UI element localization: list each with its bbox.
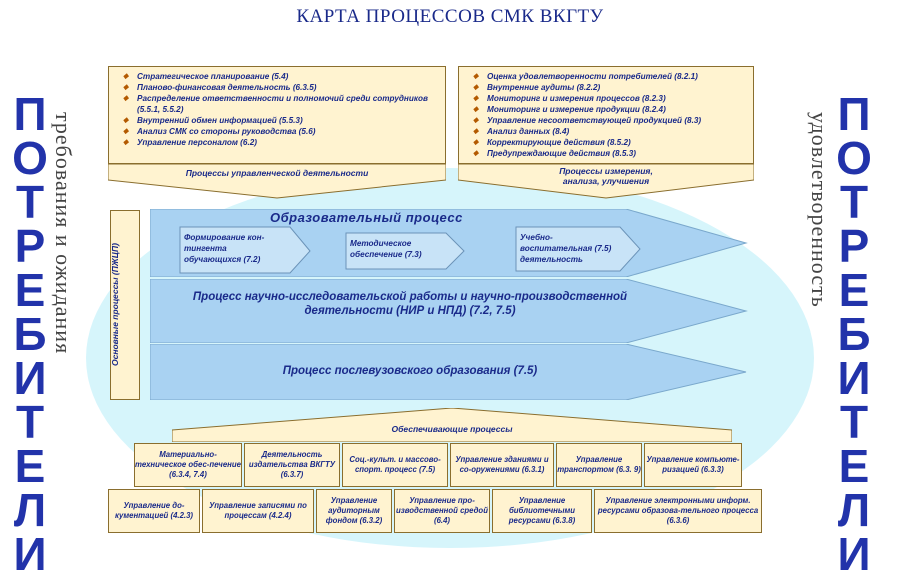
management-processes-box: Стратегическое планирование (5.4) Планов… — [108, 66, 446, 164]
support-box: Управление транспортом (6.3. 9) — [556, 443, 642, 487]
list-item: Анализ данных (8.4) — [473, 126, 747, 137]
core-processes-label-box — [110, 210, 140, 400]
support-box: Управление до-кументацией (4.2.3) — [108, 489, 200, 533]
research-process-arrow — [150, 279, 748, 343]
education-process-title: Образовательный процесс — [270, 210, 463, 225]
support-box: Управление компьюте-ризацией (6.3.3) — [644, 443, 742, 487]
list-item: Предупреждающие действия (8.5.3) — [473, 148, 747, 159]
measurement-processes-box: Оценка удовлетворенности потребителей (8… — [458, 66, 754, 164]
support-arrow — [172, 408, 732, 442]
list-item: Корректирующие действия (8.5.2) — [473, 137, 747, 148]
satisfaction-label: удовлетворенность — [807, 112, 832, 308]
support-box: Управление про-изводственной средой (6.4… — [394, 489, 490, 533]
support-caption: Обеспечивающие процессы — [391, 424, 513, 434]
support-box: Управление записями по процессам (4.2.4) — [202, 489, 314, 533]
support-box: Управление библиотечными ресурсами (6.3.… — [492, 489, 592, 533]
management-caption: Процессы управленческой деятельности — [185, 168, 369, 178]
list-item: Оценка удовлетворенности потребителей (8… — [473, 71, 747, 82]
support-box: Управление электронными информ. ресурсам… — [594, 489, 762, 533]
support-box: Соц.-культ. и массово-спорт. процесс (7.… — [342, 443, 448, 487]
subprocess-enrollment: Формирование кон- тингента обучающихся (… — [184, 233, 265, 264]
support-box: Управление аудиторным фондом (6.3.2) — [316, 489, 392, 533]
subprocess-methodical: Методическое обеспечение (7.3) — [350, 239, 422, 259]
measurement-caption: Процессы измерения, анализа, улучшения — [559, 166, 653, 186]
list-item: Мониторинг и измерение продукции (8.2.4) — [473, 104, 747, 115]
support-box: Управление зданиями и со-оружениями (6.3… — [450, 443, 554, 487]
research-process-title: Процесс научно-исследовательской работы … — [192, 291, 628, 317]
list-item: Распределение ответственности и полномоч… — [123, 93, 439, 115]
postgrad-process-title: Процесс послевузовского образования (7.5… — [282, 365, 538, 377]
postgrad-process-arrow — [150, 344, 747, 400]
subprocess-teaching: Учебно- воспитательная (7.5) деятельност… — [520, 233, 612, 264]
page-title: КАРТА ПРОЦЕССОВ СМК ВКГТУ — [296, 6, 604, 27]
list-item: Планово-финансовая деятельность (6.3.5) — [123, 82, 439, 93]
list-item: Стратегическое планирование (5.4) — [123, 71, 439, 82]
core-processes-label: Основные процессы (ПЖЦП) — [110, 243, 120, 367]
education-process-arrow — [150, 209, 748, 277]
list-item: Внутренний обмен информацией (5.5.3) — [123, 115, 439, 126]
requirements-label: требования и ожидания — [51, 112, 76, 355]
list-item: Внутренние аудиты (8.2.2) — [473, 82, 747, 93]
list-item: Управление персоналом (6.2) — [123, 137, 439, 148]
support-box: Материально-техническое обес-печение (6.… — [134, 443, 242, 487]
management-arrow — [108, 164, 446, 199]
list-item: Управление несоответствующей продукцией … — [473, 115, 747, 126]
measurement-arrow — [458, 164, 754, 199]
support-box: Деятельность издательства ВКГТУ (6.3.7) — [244, 443, 340, 487]
list-item: Мониторинг и измерения процессов (8.2.3) — [473, 93, 747, 104]
list-item: Анализ СМК со стороны руководства (5.6) — [123, 126, 439, 137]
